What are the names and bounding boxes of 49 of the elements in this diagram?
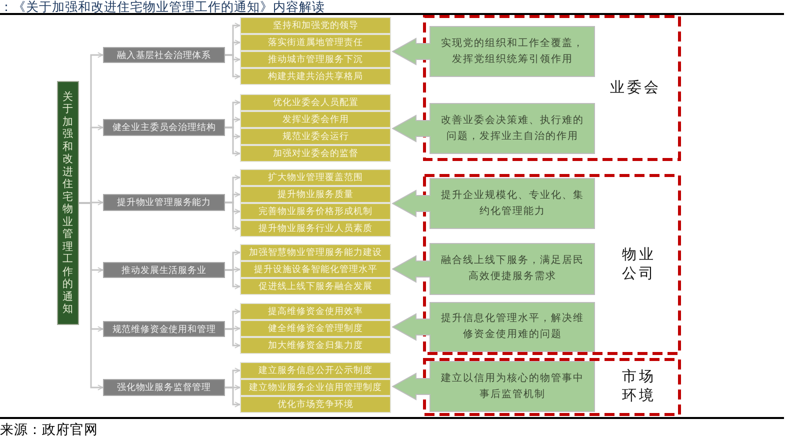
- connector-arrow: [225, 386, 240, 408]
- item-box: 优化市场竞争环境: [240, 396, 391, 413]
- connector-arrow: [225, 269, 240, 290]
- title: ：《关于加强和改进住宅物业管理工作的通知》内容解读: [0, 0, 325, 13]
- item-box: 加强智慧物业管理服务能力建设: [240, 244, 391, 261]
- connector-arrow: [225, 126, 240, 156]
- dashed-group-frame: [423, 358, 681, 416]
- arrow-callout: 融合线上线下服务，满足居民高效便捷服务需求: [392, 243, 595, 295]
- arrow-callout: 提升信息化管理水平，解决维修资金使用难的问题: [392, 302, 595, 352]
- dashed-group-frame: [423, 15, 681, 161]
- arrow-callout: 建立以信用为核心的物管事中事后监管机制: [392, 361, 595, 412]
- arrow-callout: 实现党的组织和工作全覆盖，发挥党组织统筹引领作用: [392, 26, 595, 77]
- arrow-callout: 改善业委会决策难、执行难的问题，发挥业主自治的作用: [392, 103, 595, 154]
- topic-box: 融入基层社会治理体系: [103, 47, 225, 63]
- topic-box: 强化物业服务监督管理: [103, 379, 225, 396]
- arrow-callout: 提升企业规模化、专业化、集约化管理能力: [392, 178, 595, 229]
- item-box: 发挥业委会作用: [240, 111, 391, 128]
- item-box: 提高维修资金使用效率: [240, 303, 391, 320]
- item-box: 建立物业服务企业信用管理制度: [240, 379, 391, 396]
- item-box: 扩大物业管理覆盖范围: [240, 169, 391, 186]
- item-box: 完善物业服务价格形成机制: [240, 203, 391, 220]
- item-box: 建立服务信息公开公示制度: [240, 362, 391, 379]
- item-box: 推动城市管理服务下沉: [240, 51, 391, 68]
- dashed-group-frame: [423, 174, 681, 355]
- group-label: 业委会: [610, 79, 662, 98]
- item-box: 构建共建共治共享格局: [240, 68, 391, 85]
- item-box: 提升物业服务行业人员素质: [240, 220, 391, 237]
- item-box: 提升物业服务质量: [240, 186, 391, 203]
- group-label: 市场环境: [622, 368, 656, 406]
- topic-box: 提升物业管理服务能力: [103, 194, 225, 211]
- item-box: 提升设施设备智能化管理水平: [240, 261, 391, 278]
- connector-arrow: [225, 202, 240, 232]
- group-label: 物业公司: [622, 246, 656, 284]
- topic-box: 推动发展生活服务业: [103, 262, 225, 278]
- item-box: 坚持和加强党的领导: [240, 17, 391, 34]
- connector-arrow: [79, 202, 104, 390]
- item-box: 加大维修资金归集力度: [240, 337, 391, 354]
- connector-arrow: [225, 54, 240, 80]
- item-box: 落实街道属地管理责任: [240, 34, 391, 51]
- item-box: 促进线上线下服务融合发展: [240, 278, 391, 295]
- item-box: 加强对业委会的监督: [240, 145, 391, 162]
- root-box: 关于加强和改进住宅物业管理工作的通知: [57, 81, 79, 325]
- connector-arrow: [225, 328, 240, 348]
- source-note: 来源：政府官网: [0, 423, 98, 438]
- item-box: 优化业委会人员配置: [240, 94, 391, 111]
- item-box: 规范业委会运行: [240, 128, 391, 145]
- item-box: 健全维修资金管理制度: [240, 320, 391, 337]
- topic-box: 健全业主委员会治理结构: [103, 119, 225, 136]
- topic-box: 规范维修资金使用和管理: [103, 321, 225, 337]
